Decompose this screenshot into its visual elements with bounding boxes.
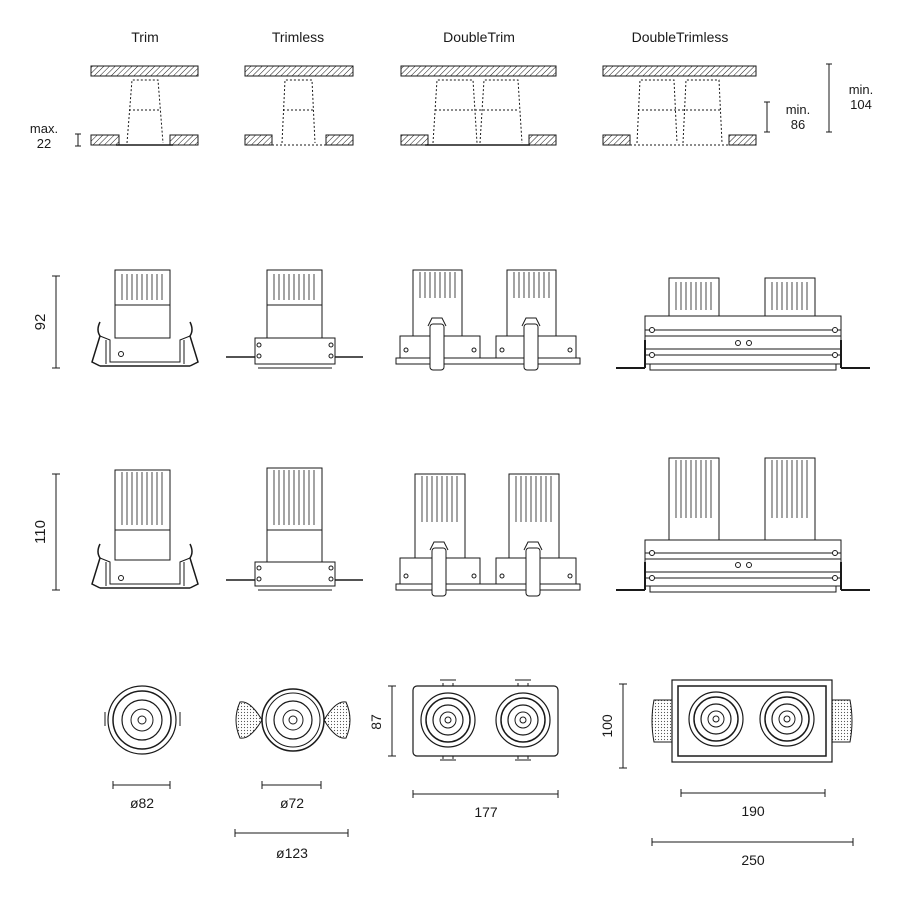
min104-value: 104 <box>850 97 872 112</box>
height-92-marker <box>52 275 60 369</box>
min86-value: 86 <box>791 117 805 132</box>
top-doubletrimless <box>651 679 853 763</box>
dim-doubletrimless-outer-width <box>651 838 854 846</box>
min86-marker <box>764 101 770 133</box>
side-trimless-92 <box>226 269 363 369</box>
header-trim: Trim <box>131 29 158 45</box>
side-trim-92 <box>91 269 199 367</box>
header-doubletrim: DoubleTrim <box>443 29 515 45</box>
height-110-label: 110 <box>32 520 49 544</box>
doubletrimless-inner-width-label: 190 <box>741 803 765 819</box>
dim-doubletrim-height <box>388 685 396 757</box>
trimless-inner-label: ø72 <box>280 795 304 811</box>
install-doubletrim <box>400 65 557 146</box>
install-doubletrimless <box>602 65 757 146</box>
min104-marker <box>826 63 832 133</box>
dim-doubletrimless-height <box>619 683 627 769</box>
dim-trimless-inner <box>261 781 322 789</box>
min104-label: min. <box>849 82 874 97</box>
max-label: max. <box>30 121 58 136</box>
height-110-marker <box>52 473 60 591</box>
header-doubletrimless: DoubleTrimless <box>632 29 729 45</box>
side-doubletrimless-92 <box>616 277 870 371</box>
side-trim-110 <box>91 469 199 589</box>
dim-doubletrimless-inner-width <box>680 789 826 797</box>
max-depth-marker <box>75 133 81 147</box>
side-doubletrim-110 <box>395 473 581 597</box>
doubletrimless-height-label: 100 <box>599 714 615 738</box>
side-doubletrim-92 <box>395 269 581 371</box>
trim-diameter-label: ø82 <box>130 795 154 811</box>
header-trimless: Trimless <box>272 29 324 45</box>
min86-label: min. <box>786 102 811 117</box>
install-trimless <box>244 65 354 146</box>
dim-trimless-outer <box>234 829 349 837</box>
dim-trim-diameter <box>112 781 171 789</box>
doubletrim-width-label: 177 <box>474 804 498 820</box>
doubletrimless-outer-width-label: 250 <box>741 852 765 868</box>
top-trim <box>104 685 181 755</box>
install-trim <box>90 65 199 146</box>
side-trimless-110 <box>226 467 363 591</box>
trimless-outer-label: ø123 <box>276 845 308 861</box>
height-92-label: 92 <box>32 314 49 331</box>
doubletrim-height-label: 87 <box>368 714 384 730</box>
top-doubletrim <box>412 679 559 761</box>
side-doubletrimless-110 <box>616 457 870 593</box>
max-value: 22 <box>37 136 51 151</box>
dim-doubletrim-width <box>412 790 559 798</box>
top-trimless <box>235 688 351 752</box>
